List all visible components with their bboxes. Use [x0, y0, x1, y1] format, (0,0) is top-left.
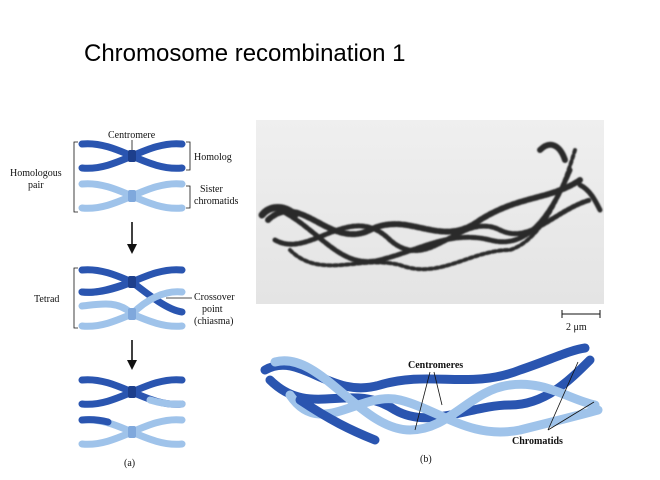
centromeres-label: Centromeres: [408, 360, 463, 371]
homologous-pair-label-2: pair: [28, 180, 44, 191]
crossover-label-2: point: [202, 304, 223, 315]
centromere-leaders: [414, 371, 443, 431]
micrograph-chromatids: [258, 141, 603, 272]
homologous-pair-bracket: [73, 141, 78, 213]
caption-a: (a): [124, 458, 135, 469]
scale-bar: 2 μm: [561, 310, 601, 333]
arrow-down-1: [127, 222, 137, 254]
tetrad: [78, 266, 186, 330]
tetrad-label: Tetrad: [34, 294, 59, 305]
chromatid-drawing: [260, 343, 603, 445]
homolog-dark: [78, 140, 186, 172]
chromatids-label: Chromatids: [512, 436, 563, 447]
centromere-label: Centromere: [108, 130, 156, 141]
slide-title: Chromosome recombination 1: [84, 40, 406, 67]
recombined-chromosomes: [78, 376, 186, 448]
chromatid-leaders: [547, 361, 595, 431]
panel-b: 2 μm Centromeres Chromatids (b): [256, 120, 604, 465]
tetrad-bracket: [73, 267, 78, 329]
crossover-label-1: Crossover: [194, 292, 235, 303]
arrow-down-2: [127, 340, 137, 370]
panel-a: Centromere Homologous pair Homolog Siste…: [10, 130, 239, 469]
homolog-light: [78, 180, 186, 212]
crossover-label-3: (chiasma): [194, 316, 233, 327]
sister-bracket: [186, 185, 191, 209]
sister-label-1: Sister: [200, 184, 223, 195]
caption-b: (b): [420, 454, 432, 465]
homologous-pair-label-1: Homologous: [10, 168, 62, 179]
homolog-bracket: [186, 141, 191, 171]
sister-label-2: chromatids: [194, 196, 239, 207]
scale-label: 2 μm: [566, 322, 587, 333]
homolog-label: Homolog: [194, 152, 232, 163]
